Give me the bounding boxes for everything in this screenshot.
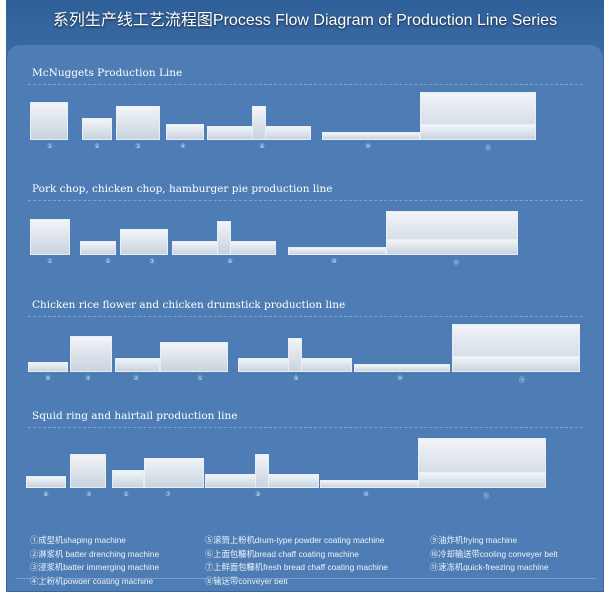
step-number: ⑪ [484,145,492,152]
legend-item: ②淋浆机 batter drenching machine [30,548,160,559]
machine [116,106,160,140]
freezer-base [418,472,546,488]
step-number: ④ [85,375,91,382]
step-number: ⑦ [165,491,171,498]
step-number: ① [47,143,53,150]
step-number: ② [123,491,129,498]
line-title: Squid ring and hairtail production line [32,410,238,422]
page-title: 系列生产线工艺流程图Process Flow Diagram of Produc… [52,12,558,29]
fryer-hood [288,338,302,372]
step-number: ⑩ [331,258,337,265]
machine [144,458,204,488]
step-number: ⑨ [227,258,233,265]
step-number: ⑪ [482,493,490,500]
step-number: ⑨ [259,143,265,150]
machine [322,132,420,140]
legend-item: ⑪速冻机quick-freezing machine [430,562,549,572]
machine [112,470,144,488]
line-divider [28,84,583,85]
machine [70,454,106,488]
machine [288,247,386,255]
freezer-base [386,239,518,255]
machine [28,362,68,372]
legend-item: ⑩冷却输送带cooling conveyer belt [430,548,558,559]
legend-item: ⑨油炸机frying machine [430,535,518,545]
legend-item: ⑥上面包糠机bread chaff coating machine [205,548,359,559]
machine [354,364,450,372]
step-number: ② [94,143,100,150]
machine [26,476,66,488]
line-divider [28,200,583,201]
step-number: ⑩ [363,491,369,498]
machine [30,102,68,140]
fryer-hood [252,106,266,140]
step-number: ③ [135,143,141,150]
machine [320,480,418,488]
line-title: Pork chop, chicken chop, hamburger pie p… [32,183,333,195]
step-number: ⑩ [397,375,403,382]
legend-item: ①成型机shaping machine [30,535,126,545]
step-number: ⑨ [255,491,261,498]
step-number: ④ [86,491,92,498]
step-number: ④ [180,143,186,150]
machine [70,336,112,372]
step-number: ⑨ [293,375,299,382]
machine [82,118,112,140]
step-number: ③ [149,258,155,265]
step-number: ⑪ [518,377,526,384]
machine [115,358,160,372]
machine [120,229,168,255]
machine [166,124,204,140]
divider [16,578,596,579]
legend-item: ⑧输送带conveyer belt [205,575,288,586]
line-divider [28,427,583,428]
line-title: Chicken rice flower and chicken drumstic… [32,299,346,311]
step-number: ① [47,258,53,265]
machine [160,342,228,372]
line-title: McNuggets Production Line [32,67,183,79]
step-number: ⑩ [365,143,371,150]
legend-item: ④上粉机powder coating machine [30,575,154,586]
machine [30,219,70,255]
legend-item: ⑦上鲜面包糠机fresh bread chaff coating machine [205,562,388,572]
legend-item: ③浸浆机batter immerging machine [30,562,160,572]
fryer-hood [255,454,269,488]
line-divider [28,316,583,317]
step-number: ② [133,375,139,382]
machine [80,241,116,255]
fryer-hood [217,221,231,255]
step-number: ② [105,258,111,265]
legend-item: ⑤滚筒上粉机drum-type powder coating machine [205,535,385,545]
freezer-base [420,124,536,140]
step-number: ⑧ [45,375,51,382]
step-number: ⑧ [43,491,49,498]
step-number: ⑪ [452,260,460,267]
freezer-base [452,356,580,372]
step-number: ⑤ [197,375,203,382]
